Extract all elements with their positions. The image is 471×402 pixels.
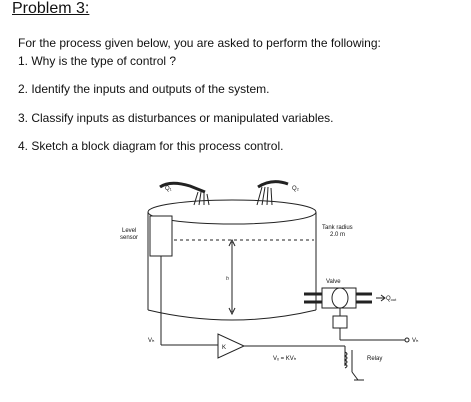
label-qout: Qout [386,296,397,302]
inflow-stream-2 [256,186,273,206]
label-tank-radius-1: Tank radius [322,225,353,231]
question-3: 3. Classify inputs as disturbances or ma… [18,111,334,125]
question-4: 4. Sketch a block diagram for this proce… [18,139,284,153]
inflow-stream-1 [193,191,210,206]
valve-actuator [332,315,348,329]
question-1: 1. Why is the type of control ? [18,54,177,68]
label-q1: Q₁ [165,186,172,192]
label-vb: Vₕ [412,338,419,344]
label-level-sensor-1: Level [122,228,136,234]
label-relay: Relay [367,356,382,362]
label-h: h [226,276,229,282]
amplifier-k [217,333,246,359]
label-level-sensor-2: sensor [120,235,138,241]
label-q2: Q₂ [292,186,300,192]
relay-coil [343,351,348,369]
label-vh: Vₕ [148,338,155,344]
inflow-pipe-2 [257,180,289,189]
label-vf-equation: Vₓ = KVₕ [273,356,297,362]
level-sensor [149,215,173,257]
label-k: K [222,345,226,351]
question-2: 2. Identify the inputs and outputs of th… [18,82,270,96]
label-tank-radius-2: 2.0 m [330,232,345,238]
outflow-arrow [376,294,386,302]
problem-heading: Problem 3: [12,0,90,17]
intro-text: For the process given below, you are ask… [18,36,381,50]
label-valve: Valve [326,279,341,285]
tank-bottom [147,309,317,321]
inflow-pipe-1 [159,181,206,194]
tank-top [147,199,317,225]
